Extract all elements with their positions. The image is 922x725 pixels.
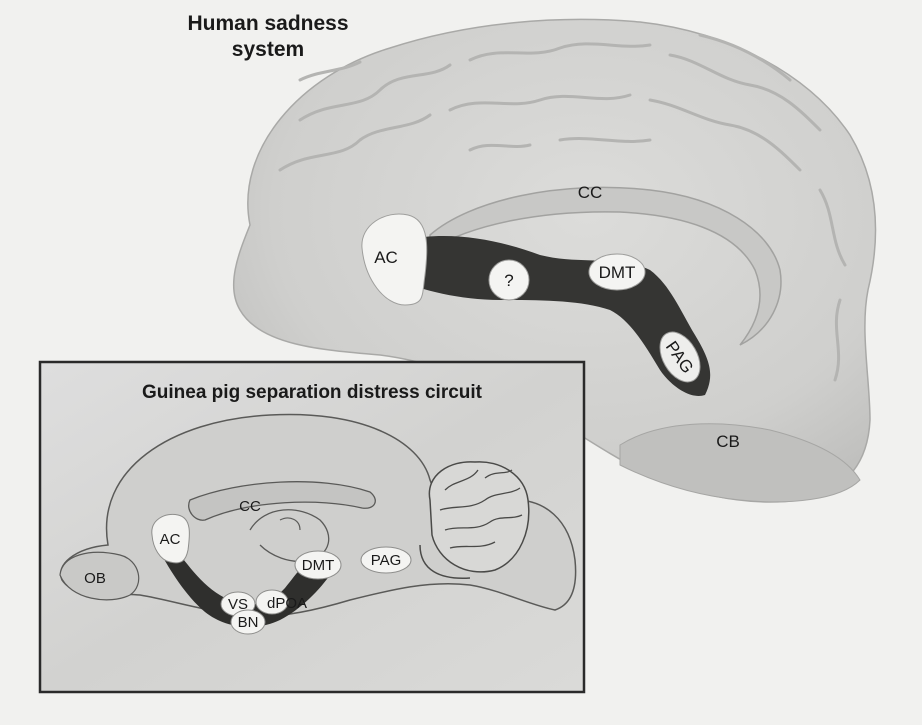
human-label-unknown: ?: [504, 271, 513, 290]
gp-cerebellum: [429, 462, 528, 572]
human-title-line1: Human sadness: [187, 12, 348, 35]
human-label-cc: CC: [578, 183, 603, 202]
gp-label-ob: OB: [84, 570, 106, 587]
gp-label-cc: CC: [239, 498, 261, 515]
guinea-pig-inset: Guinea pig separation distress circuit: [40, 362, 584, 692]
gp-label-pag: PAG: [371, 552, 402, 569]
human-label-ac: AC: [374, 248, 398, 267]
gp-label-ac: AC: [160, 531, 181, 548]
gp-label-dmt: DMT: [302, 557, 335, 574]
human-label-cb: CB: [716, 432, 740, 451]
gp-label-dpoa: dPOA: [267, 595, 307, 612]
human-label-dmt: DMT: [599, 263, 636, 282]
gp-label-vs: VS: [228, 596, 248, 613]
human-title-line2: system: [232, 38, 304, 61]
inset-title: Guinea pig separation distress circuit: [142, 382, 483, 403]
gp-label-bn: BN: [238, 614, 259, 631]
